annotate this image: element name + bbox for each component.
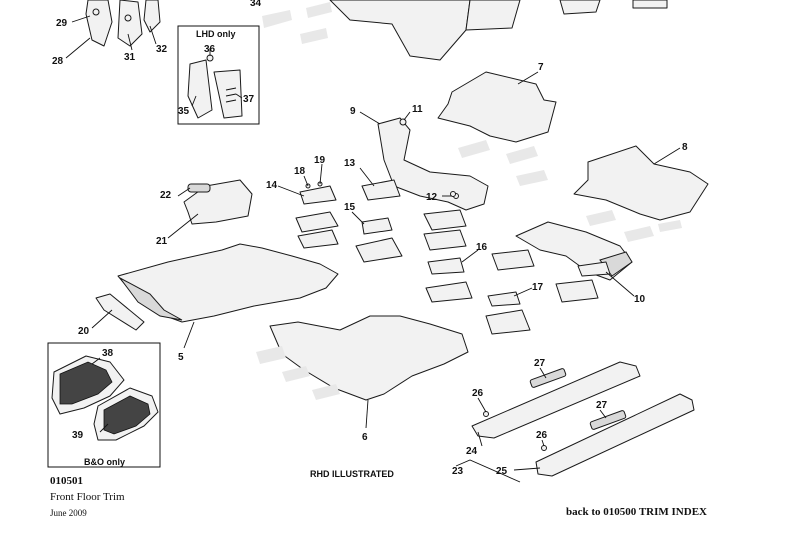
callout-20: 20: [78, 326, 90, 337]
callout-25: 25: [496, 466, 508, 477]
lhd-inset: [177, 25, 260, 125]
callout-19: 19: [314, 155, 326, 166]
leader-lines: [65, 15, 681, 483]
part-6-rear-carpet: [269, 315, 469, 401]
callout-26a: 26: [472, 388, 484, 399]
callout-32: 32: [156, 44, 168, 55]
callout-12: 12: [426, 192, 438, 203]
callout-39: 39: [72, 430, 84, 441]
callout-labels: 29 28 31 32 34 36 35 37 7 8 9 11 12 10 1…: [52, 0, 688, 477]
callout-27b: 27: [596, 400, 608, 411]
part-7-floor-mat: [437, 71, 557, 143]
lhd-only-label: LHD only: [196, 29, 236, 39]
callout-26b: 26: [536, 430, 548, 441]
back-to-trim-index-link[interactable]: back to 010500 TRIM INDEX: [566, 506, 707, 518]
callout-29: 29: [56, 18, 68, 29]
callout-11: 11: [412, 104, 423, 115]
callout-23: 23: [452, 466, 464, 477]
callout-37: 37: [243, 94, 255, 105]
callout-24: 24: [466, 446, 478, 457]
sill-plates: [471, 361, 695, 477]
callout-22: 22: [160, 190, 172, 201]
callout-16: 16: [476, 242, 488, 253]
callout-15: 15: [344, 202, 356, 213]
callout-8: 8: [682, 142, 688, 153]
callout-27a: 27: [534, 358, 546, 369]
bo-inset: [47, 342, 161, 468]
part-9-bracket: [377, 117, 489, 211]
bo-only-label: B&O only: [84, 457, 125, 467]
part-22-clip: [187, 183, 211, 193]
callout-34: 34: [250, 0, 262, 9]
callout-6: 6: [362, 432, 368, 443]
callout-7: 7: [538, 62, 544, 73]
callout-36: 36: [204, 44, 216, 55]
document-date: June 2009: [50, 508, 87, 518]
part-8-floor-mat: [573, 145, 709, 221]
callout-28: 28: [52, 56, 64, 67]
callout-21: 21: [156, 236, 168, 247]
callout-18: 18: [294, 166, 306, 177]
callout-14: 14: [266, 180, 278, 191]
small-clips: [295, 179, 611, 335]
document-title: Front Floor Trim: [50, 491, 125, 503]
callout-9: 9: [350, 106, 356, 117]
part-20-trim-strip: [95, 293, 145, 331]
callout-35: 35: [178, 106, 190, 117]
callout-5: 5: [178, 352, 184, 363]
callout-13: 13: [344, 158, 356, 169]
callout-17: 17: [532, 282, 544, 293]
rhd-illustrated-note: RHD ILLUSTRATED: [310, 469, 394, 479]
callout-10: 10: [634, 294, 646, 305]
callout-38: 38: [102, 348, 114, 359]
document-code: 010501: [50, 475, 83, 487]
callout-31: 31: [124, 52, 136, 63]
top-left-brackets: [85, 0, 161, 47]
top-tunnel-section: [262, 0, 668, 61]
